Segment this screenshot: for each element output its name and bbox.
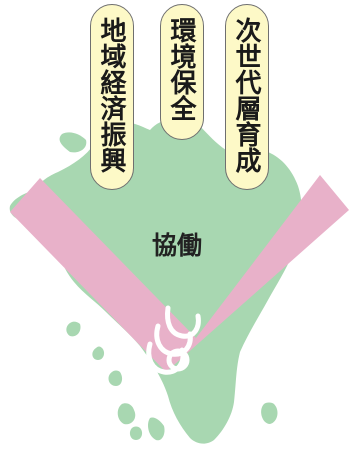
- v-band-right-arm: [166, 175, 349, 372]
- map-island-e: [129, 426, 143, 440]
- pillar-next-generation: 次世代層育成: [225, 4, 269, 190]
- v-band-left-arm: [10, 178, 196, 372]
- region-map: [9, 118, 302, 444]
- pillar-environment-label: 環境保全: [166, 17, 196, 121]
- map-southwest-tip: [148, 417, 165, 441]
- logo-stroke-upper: [165, 305, 201, 339]
- map-northwest-island: [59, 132, 87, 153]
- collaboration-label: 協働: [152, 231, 203, 260]
- stylized-logo-mark: [146, 305, 201, 375]
- map-mainland: [35, 118, 302, 444]
- pillar-next-generation-label: 次世代層育成: [231, 17, 261, 173]
- v-band: [10, 175, 349, 372]
- map-island-a: [66, 321, 81, 337]
- pillar-environment: 環境保全: [160, 4, 204, 140]
- logo-ring: [166, 348, 190, 372]
- logo-stroke-lower: [146, 341, 186, 375]
- map-island-c: [108, 370, 123, 386]
- pillar-community-economy-label: 地域経済振興: [96, 17, 126, 173]
- map-island-b: [92, 346, 105, 360]
- map-island-d: [117, 403, 136, 425]
- pillar-community-economy: 地域経済振興: [90, 4, 134, 190]
- map-island-f: [261, 402, 278, 424]
